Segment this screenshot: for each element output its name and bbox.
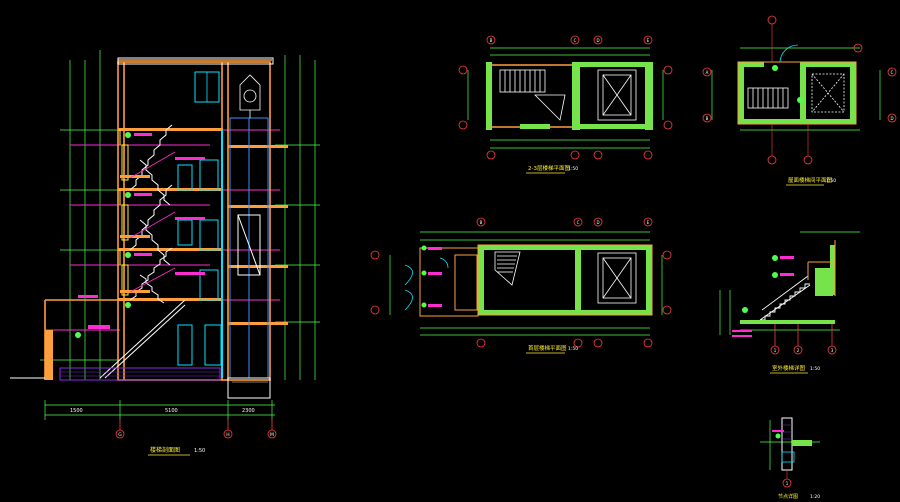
plan-ground-scale: 1:50 [568, 346, 578, 352]
plan-top-wall-fill [486, 62, 653, 130]
plan-top-axis-c: C [574, 38, 577, 43]
ground-axis-d: D [596, 220, 599, 225]
roof-axis-d: D [890, 116, 893, 121]
basement-wall [45, 330, 53, 380]
plan-roof-title: 屋面楼梯间平面图 [788, 176, 833, 184]
window-brackets [119, 130, 129, 296]
node-detail-title-block: 节点详图 1:20 [778, 493, 820, 500]
plan-top-axis-b: B [490, 38, 493, 43]
stair-detail-title-block: 室外楼梯详图 1:50 [770, 364, 820, 374]
section-dim-1: 1500 [70, 408, 83, 414]
ground-entry-doors [404, 257, 449, 311]
foundation-box [227, 377, 271, 399]
roof-axis-a: A [706, 70, 709, 75]
plan-ground-title-block: 首层楼梯平面图 1:50 [526, 344, 578, 354]
ground-walls [478, 245, 652, 315]
section-title: 楼梯剖面图 [150, 446, 180, 454]
roof-axis-c: C [891, 70, 894, 75]
plan-top-grid-bubbles [458, 35, 673, 160]
node-axis-1: 1 [786, 481, 789, 486]
detail-stair-steps [759, 275, 811, 321]
section-title-block: 楼梯剖面图 1:50 [148, 446, 205, 456]
plan-roof: A B C D 屋面楼梯间平面图 1:50 [702, 15, 897, 186]
stair-flights [99, 124, 186, 379]
ground-hatch-lines [60, 371, 220, 377]
plan-top-scale: 1:50 [568, 166, 578, 172]
section-dim-3: 2300 [242, 408, 255, 414]
plan-top-axis-e: E [647, 38, 650, 43]
ground-stair [494, 251, 521, 286]
detail-stair-slab [740, 245, 835, 324]
elevator-machine [239, 74, 261, 118]
ground-axis-c: C [577, 220, 580, 225]
section-dim-2: 5100 [165, 408, 178, 414]
plan-roof-title-block: 屋面楼梯间平面图 1:50 [786, 176, 836, 186]
detail-railing [807, 240, 836, 296]
detail-level-marks [742, 255, 778, 313]
section-axis-g: G [118, 432, 122, 438]
roof-axis-b: B [706, 116, 709, 121]
ground-axis-e: E [647, 220, 650, 225]
plan-top-title-block: 2-3层楼梯平面图 1:50 [526, 164, 578, 174]
section-bottom-dims [44, 400, 275, 420]
stair-landings [120, 157, 205, 293]
building-section: 1500 5100 2300 G H M 楼梯剖面图 1:50 [10, 50, 320, 456]
stair-detail-title: 室外楼梯详图 [772, 364, 806, 372]
roof-stair [747, 87, 789, 109]
level-markers [75, 132, 131, 338]
ground-hatch [59, 367, 221, 381]
node-detail: 1 节点详图 1:20 [760, 417, 820, 500]
handrail-lines [129, 151, 176, 293]
section-axis-h: H [226, 432, 229, 438]
ground-axis-b: B [480, 220, 483, 225]
node-detail-title: 节点详图 [778, 493, 798, 500]
plan-ground-title: 首层楼梯平面图 [528, 344, 567, 352]
roof-elevator [811, 73, 845, 113]
plan-top-elevator [597, 69, 637, 121]
section-windows [177, 130, 223, 378]
plan-typical-floor: B C D E 2-3层楼梯平面图 1:50 [458, 35, 673, 174]
section-right-dim-chain [275, 55, 320, 380]
plan-top-axis-d: D [596, 38, 599, 43]
section-axis-m: M [270, 432, 274, 438]
ground-level-dots [421, 245, 427, 308]
ground-entry [419, 247, 479, 317]
ground-elevator [597, 252, 637, 304]
roof-walls [738, 62, 856, 124]
roof-door-swing [779, 44, 799, 63]
stair-detail-axis-2: 2 [797, 348, 800, 353]
node-slab [792, 440, 812, 446]
level-tag-text [78, 133, 152, 329]
node-detail-scale: 1:20 [810, 494, 820, 500]
plan-top-title: 2-3层楼梯平面图 [528, 164, 570, 172]
plan-top-stairs [499, 69, 566, 121]
section-grid-bubbles [115, 420, 277, 439]
section-scale: 1:50 [194, 448, 205, 454]
roof-slab [117, 57, 274, 65]
node-step [781, 451, 795, 463]
ground-level-marks [428, 247, 442, 307]
stair-detail-scale: 1:50 [810, 366, 820, 372]
roof-level-marks [772, 65, 803, 103]
section-left-dim-chain [40, 50, 120, 380]
plan-roof-scale: 1:50 [826, 178, 836, 184]
stair-detail-axis-3: 3 [831, 348, 834, 353]
plan-ground: B C D E 首层楼梯平面图 1:50 [370, 217, 672, 354]
stair-detail-axis-1: 1 [774, 348, 777, 353]
outdoor-stair-detail: 1 2 3 室外楼梯详图 1:50 [719, 231, 860, 374]
